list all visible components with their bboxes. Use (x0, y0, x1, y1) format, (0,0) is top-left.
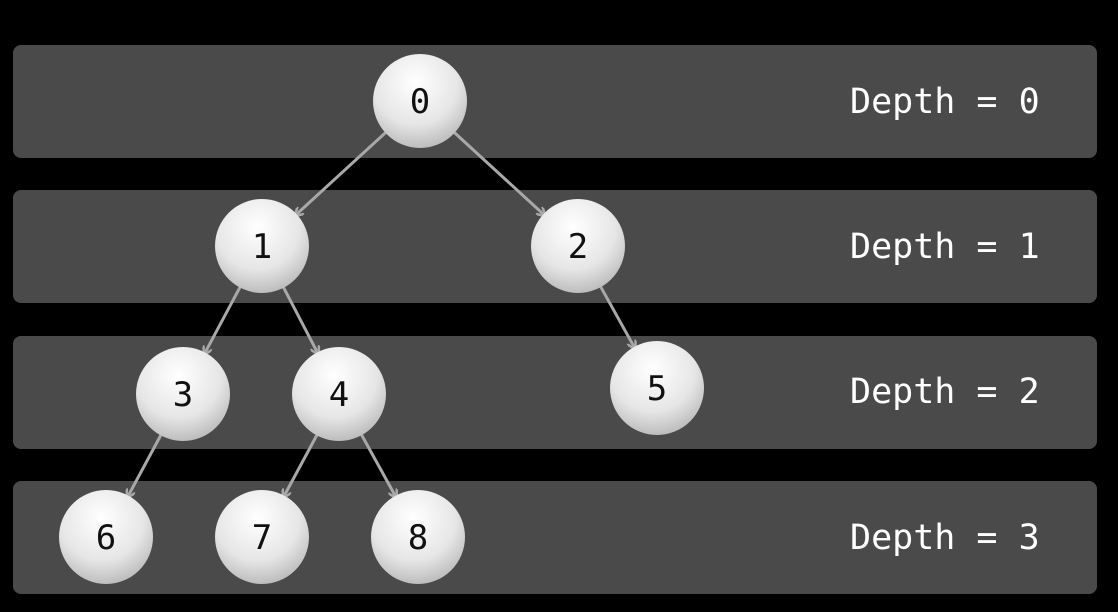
edge-n1-n3 (205, 284, 243, 354)
depth-band-3 (13, 481, 1097, 594)
tree-node-8: 8 (371, 490, 465, 584)
tree-node-1: 1 (215, 199, 309, 293)
node-circle (215, 199, 309, 293)
node-label: 7 (252, 518, 272, 558)
node-label: 6 (96, 518, 116, 558)
depth-label-2: Depth = 2 (850, 372, 1040, 412)
node-label: 0 (410, 82, 430, 122)
node-circle (136, 347, 230, 441)
depth-label-1: Depth = 1 (850, 227, 1040, 267)
edge-n1-n4 (280, 284, 317, 353)
tree-node-5: 5 (610, 341, 704, 435)
depth-band-0 (13, 45, 1097, 158)
node-label: 1 (252, 227, 272, 267)
tree-node-0: 0 (373, 54, 467, 148)
node-circle (371, 490, 465, 584)
depth-label-3: Depth = 3 (850, 518, 1040, 558)
depth-label-0: Depth = 0 (850, 82, 1040, 122)
node-label: 5 (647, 369, 667, 409)
node-circle (531, 199, 625, 293)
node-circle (292, 347, 386, 441)
tree-node-6: 6 (59, 490, 153, 584)
edge-n4-n8 (358, 431, 395, 497)
tree-node-4: 4 (292, 347, 386, 441)
tree-node-2: 2 (531, 199, 625, 293)
node-circle (59, 490, 153, 584)
node-circle (373, 54, 467, 148)
node-label: 8 (408, 518, 428, 558)
edge-n4-n7 (284, 432, 320, 497)
node-label: 4 (329, 375, 349, 415)
node-label: 2 (568, 227, 588, 267)
edge-n0-n1 (296, 129, 389, 215)
node-label: 3 (173, 375, 193, 415)
tree-node-3: 3 (136, 347, 230, 441)
edge-n2-n5 (598, 283, 634, 347)
edge-n0-n2 (451, 129, 544, 215)
node-circle (610, 341, 704, 435)
tree-node-7: 7 (215, 490, 309, 584)
edge-n3-n6 (128, 432, 164, 497)
node-circle (215, 490, 309, 584)
